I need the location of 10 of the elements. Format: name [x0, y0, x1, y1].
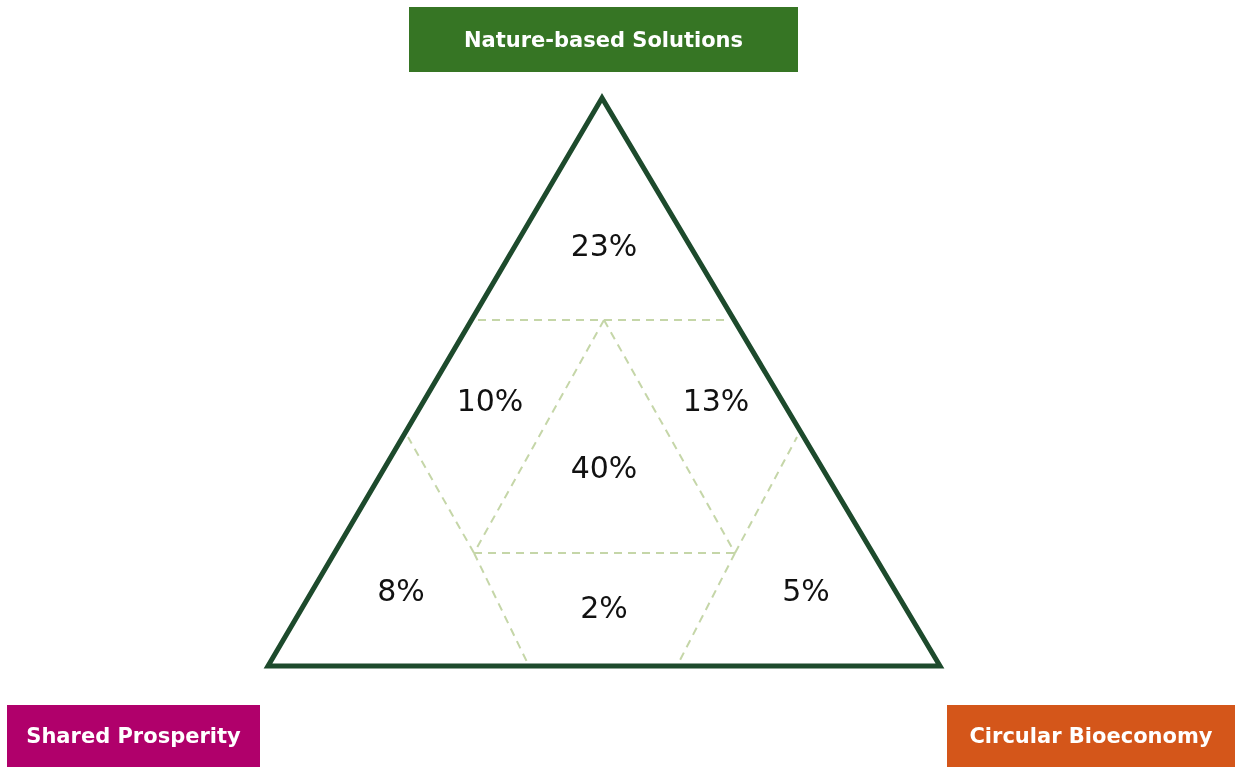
category-label: Circular Bioeconomy: [947, 705, 1235, 767]
percentage-value: 13%: [682, 382, 750, 418]
percentage-value: 2%: [580, 589, 628, 625]
percentage-value: 40%: [570, 449, 638, 485]
category-label: Shared Prosperity: [7, 705, 260, 767]
percentage-value: 5%: [782, 572, 830, 608]
category-label: Nature-based Solutions: [409, 7, 798, 72]
percentage-value: 23%: [570, 227, 638, 263]
percentage-value: 8%: [377, 572, 425, 608]
percentage-value: 10%: [456, 382, 524, 418]
